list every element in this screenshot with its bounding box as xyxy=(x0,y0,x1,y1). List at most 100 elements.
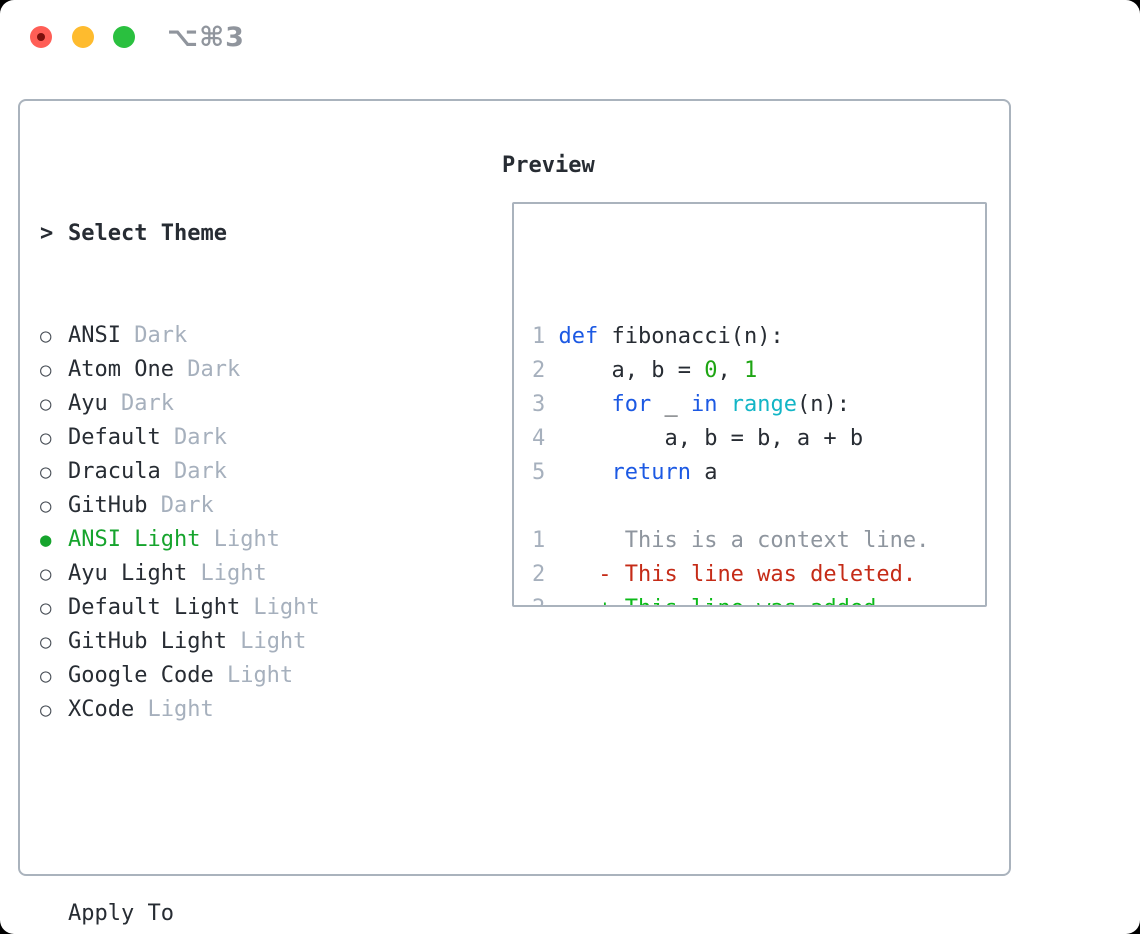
titlebar: ⌥⌘3 xyxy=(0,0,1140,72)
option-label: Default xyxy=(68,425,161,450)
option-label: Google Code xyxy=(68,663,214,688)
code-token: 1 xyxy=(743,358,758,383)
line-number: 1 xyxy=(532,528,559,553)
theme-option[interactable]: ○ ANSI Dark xyxy=(40,319,411,353)
theme-option[interactable]: ● ANSI Light Light xyxy=(40,523,411,557)
code-line: 3 for _ in range(n): xyxy=(532,388,985,422)
code-line: 2 - This line was deleted. xyxy=(532,558,985,592)
code-token xyxy=(559,392,612,417)
theme-option[interactable]: ○ Atom One Dark xyxy=(40,353,411,387)
theme-option[interactable]: ○ Dracula Dark xyxy=(40,455,411,489)
variant-label: Dark xyxy=(107,391,174,416)
option-label: ANSI Light xyxy=(68,527,201,552)
radio-icon: ○ xyxy=(40,495,52,517)
variant-label: Light xyxy=(134,697,214,722)
line-number: 5 xyxy=(532,460,559,485)
line-number: 3 xyxy=(532,392,559,417)
option-label: XCode xyxy=(68,697,135,722)
code-token: 0 xyxy=(704,358,718,383)
radio-icon: ○ xyxy=(40,699,52,721)
code-token: , xyxy=(717,358,744,383)
apply-to-title: Apply To xyxy=(68,901,174,926)
variant-label: Light xyxy=(213,663,294,688)
theme-option[interactable]: ○ Ayu Dark xyxy=(40,387,411,421)
code-token: def xyxy=(558,324,599,349)
theme-option[interactable]: ○ GitHub Dark xyxy=(40,489,411,523)
theme-option[interactable]: ○ Google Code Light xyxy=(40,659,411,693)
keyboard-shortcut-label: ⌥⌘3 xyxy=(167,22,245,53)
radio-icon: ○ xyxy=(40,563,52,585)
radio-selected-icon: ● xyxy=(40,529,52,551)
zoom-button[interactable] xyxy=(113,26,135,48)
line-number: 2 xyxy=(532,596,559,605)
variant-label: Dark xyxy=(160,425,227,450)
apply-to-header: Apply To xyxy=(40,897,411,931)
option-label: Default Light xyxy=(68,595,241,620)
line-number xyxy=(532,494,559,519)
radio-icon: ○ xyxy=(40,325,52,347)
radio-icon: ○ xyxy=(40,665,52,687)
code-token: a, b = xyxy=(558,358,705,383)
code-token: range xyxy=(730,392,797,417)
cursor-icon: > xyxy=(40,221,54,246)
code-token: a xyxy=(690,460,718,485)
option-label: GitHub xyxy=(68,493,148,518)
code-token: in xyxy=(690,392,718,417)
spacer xyxy=(40,795,411,829)
line-number: 1 xyxy=(532,324,559,349)
radio-icon: ○ xyxy=(40,631,52,653)
theme-option[interactable]: ○ Default Light Light xyxy=(40,591,411,625)
option-label: GitHub Light xyxy=(68,629,227,654)
option-label: Ayu xyxy=(68,391,108,416)
code-token xyxy=(559,460,612,485)
code-token: - This line was deleted. xyxy=(558,562,917,587)
code-token: a, b = b, a + b xyxy=(558,426,864,451)
option-label: Dracula xyxy=(68,459,161,484)
variant-label: Dark xyxy=(147,493,214,518)
variant-label: Dark xyxy=(160,459,227,484)
theme-list-title: Select Theme xyxy=(68,221,227,246)
option-label: Atom One xyxy=(68,357,174,382)
variant-label: Dark xyxy=(120,323,188,348)
code-line: 2 + This line was added. xyxy=(532,592,985,605)
code-line: 5 return a xyxy=(532,456,985,490)
radio-icon: ○ xyxy=(40,393,52,415)
preview-title: Preview xyxy=(502,153,595,178)
theme-option[interactable]: ○Ayu Light Light xyxy=(40,557,411,591)
variant-label: Light xyxy=(187,561,267,586)
code-token: This is a context line. xyxy=(558,528,930,553)
variant-label: Dark xyxy=(173,357,241,382)
code-token: for xyxy=(611,392,652,417)
radio-icon: ○ xyxy=(40,597,52,619)
variant-label: Light xyxy=(226,629,307,654)
radio-icon: ○ xyxy=(40,461,52,483)
line-number: 2 xyxy=(532,358,559,383)
theme-picker-panel: >Select Theme ○ANSI Dark○Atom One Dark○A… xyxy=(18,99,1011,926)
close-dot-icon xyxy=(37,33,45,41)
code-token: + This line was added. xyxy=(559,596,889,605)
minimize-button[interactable] xyxy=(72,26,94,48)
line-number: 2 xyxy=(532,562,559,587)
code-line: 1 def fibonacci(n): xyxy=(532,320,985,354)
variant-label: Light xyxy=(200,527,280,552)
theme-option[interactable]: ○ XCode Light xyxy=(40,693,411,727)
code-token: fibonacci(n): xyxy=(598,324,784,349)
code-token: return xyxy=(611,460,691,485)
radio-icon: ○ xyxy=(40,359,52,381)
code-line: 4 a, b = b, a + b xyxy=(532,422,985,456)
theme-option[interactable]: ○Default Dark xyxy=(40,421,411,455)
code-line: 2 a, b = 0, 1 xyxy=(532,354,985,388)
option-label: ANSI xyxy=(68,323,121,348)
close-button[interactable] xyxy=(30,26,52,48)
line-number: 4 xyxy=(532,426,559,451)
theme-option[interactable]: ○ GitHub Light Light xyxy=(40,625,411,659)
theme-list-header: > Select Theme xyxy=(40,217,411,251)
variant-label: Light xyxy=(240,595,320,620)
code-token: (n): xyxy=(796,392,850,417)
theme-items: ○ANSI Dark○Atom One Dark○Ayu Dark○Defaul… xyxy=(40,319,411,727)
code-line: 1 This is a context line. xyxy=(532,524,985,558)
code-line xyxy=(532,490,985,524)
